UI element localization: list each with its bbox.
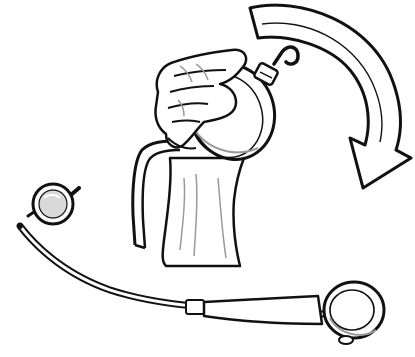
rotation-arrow-icon (250, 5, 411, 188)
forearm-icon (163, 158, 244, 266)
stethoscope-chest-piece-icon (324, 282, 384, 344)
hook-icon (274, 47, 298, 64)
small-gauge-icon (28, 184, 79, 224)
